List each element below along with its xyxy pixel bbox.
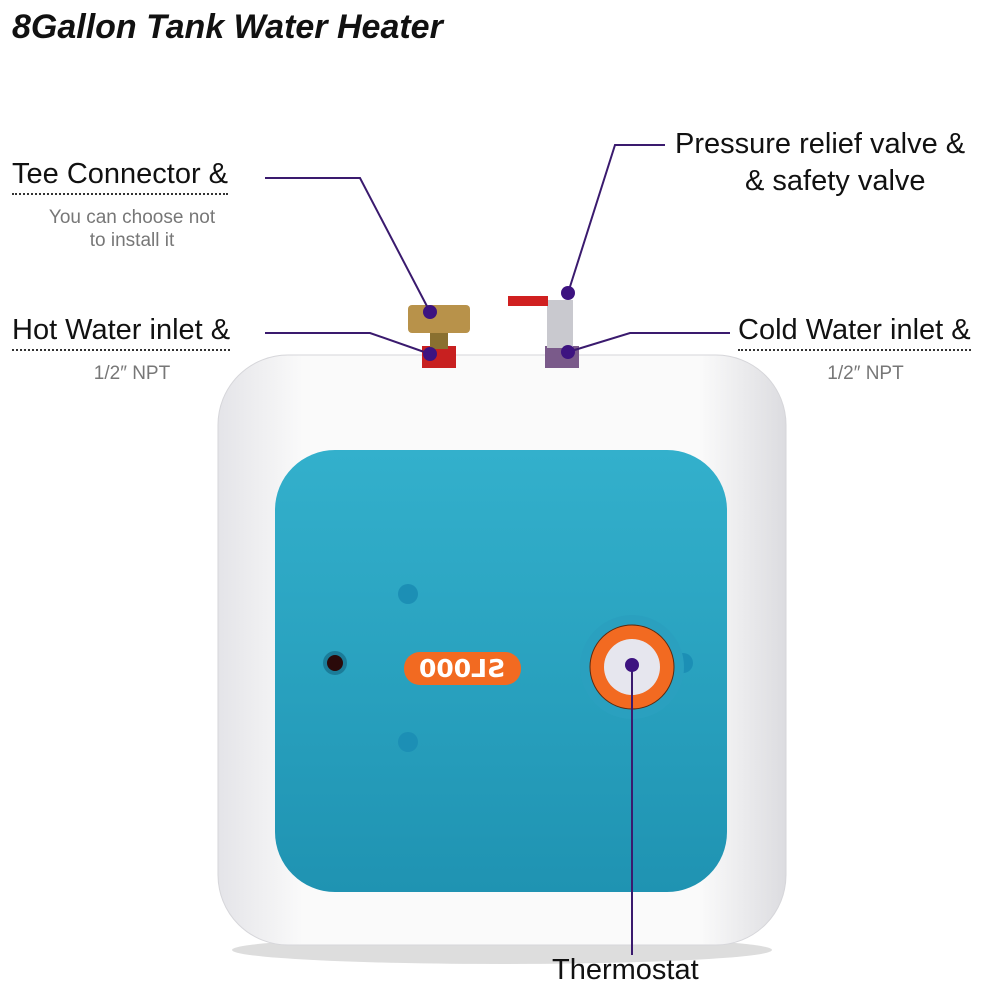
tee-connector <box>408 305 470 333</box>
callout-lines <box>265 144 730 955</box>
note-line: to install it <box>89 230 175 251</box>
tee-connector-note: You can choose not to install it <box>12 206 252 252</box>
tee-connector-label: Tee Connector & <box>12 158 229 195</box>
hot-water-note: 1/2″ NPT <box>93 363 171 384</box>
page-title: 8Gallon Tank Water Heater <box>12 8 443 46</box>
callout-dots <box>423 286 639 672</box>
pressure-valve-label-2: & safety valve <box>745 165 926 197</box>
thermostat-label: Thermostat <box>552 954 699 986</box>
pressure-valve <box>547 300 573 348</box>
valve-lever <box>508 296 548 306</box>
indicator-light <box>323 651 347 675</box>
screw-cap <box>398 732 418 752</box>
cold-water-note: 1/2″ NPT <box>827 363 904 384</box>
cold-water-label: Cold Water inlet & <box>738 314 971 351</box>
pressure-valve-label: Pressure relief valve & <box>675 128 966 160</box>
hot-water-label: Hot Water inlet & <box>12 314 231 351</box>
note-line: You can choose not <box>48 207 216 228</box>
svg-text:SL000: SL000 <box>419 654 505 683</box>
brand-logo <box>404 652 521 685</box>
screw-cap <box>398 584 418 604</box>
